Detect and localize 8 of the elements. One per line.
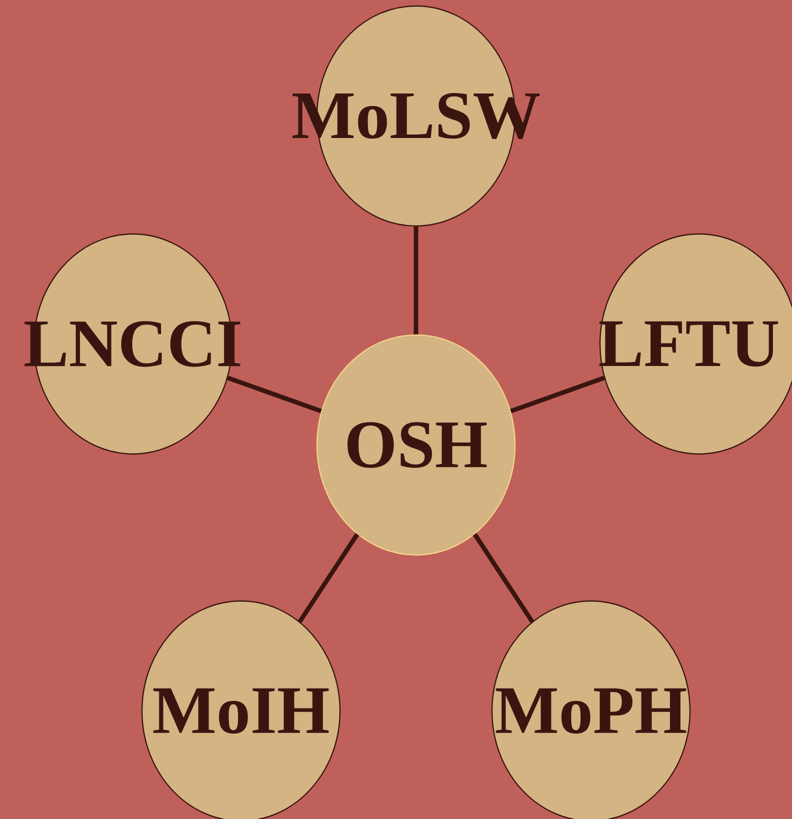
- connector-line: [510, 376, 605, 414]
- connector-line: [227, 376, 322, 414]
- circle-node: MoIH: [141, 600, 341, 819]
- connector-line: [472, 533, 534, 623]
- connector-line: [414, 226, 418, 334]
- circle-node: MoPH: [491, 600, 691, 819]
- connector-line: [298, 533, 360, 623]
- circle-node: OSH: [316, 334, 516, 556]
